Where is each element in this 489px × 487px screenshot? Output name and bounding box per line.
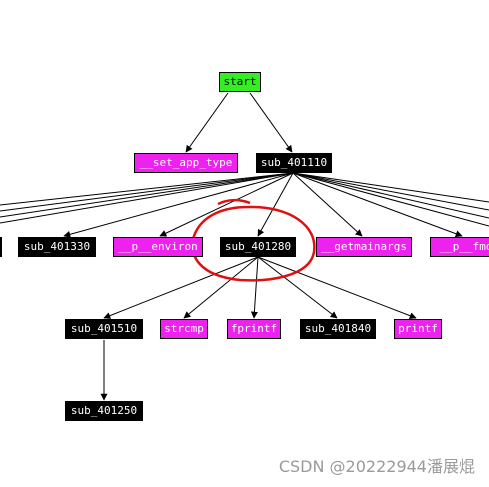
edge-sub-401110-to-p-fmode — [292, 172, 463, 238]
node-sub-401110[interactable]: sub_401110 — [256, 153, 332, 173]
node-sub-401840[interactable]: sub_401840 — [300, 319, 376, 339]
node-p-environ[interactable]: __p__environ — [113, 237, 203, 257]
edge-sub-401110-to-offscreen-6 — [292, 172, 489, 211]
edge-sub-401280-to-strcmp — [183, 256, 259, 319]
node-sub-401250[interactable]: sub_401250 — [65, 401, 143, 421]
node-start[interactable]: start — [219, 72, 261, 92]
edge-sub-401110-to-offscreen-7 — [292, 172, 489, 219]
edge-sub-401110-to-offscreen-8 — [292, 172, 489, 227]
edge-sub-401280-to-sub-401510 — [103, 256, 259, 319]
node-strcmp[interactable]: strcmp — [160, 319, 208, 339]
node-set-app-type[interactable]: __set_app_type — [134, 153, 238, 173]
edge-start-to-sub-401110 — [249, 92, 293, 153]
edge-sub-401110-to-offscreen-4 — [0, 172, 294, 224]
edge-start-to-set-app-type — [185, 92, 229, 153]
edge-sub-401110-to-sub-401280 — [257, 172, 294, 237]
node-printf[interactable]: printf — [394, 319, 442, 339]
edge-sub-401110-to-sub-401330 — [63, 172, 294, 238]
edge-sub-401280-to-printf — [257, 256, 417, 319]
node-sub-401330[interactable]: sub_401330 — [18, 237, 96, 257]
node-sub-401280[interactable]: sub_401280 — [220, 237, 296, 257]
edge-sub-401280-to-sub-401840 — [257, 256, 338, 319]
edge-sub-401110-to-p-environ — [159, 172, 294, 237]
node-offscreen-left[interactable] — [0, 237, 2, 257]
node-fprintf[interactable]: fprintf — [227, 319, 281, 339]
node-getmainargs[interactable]: __getmainargs — [316, 237, 412, 257]
edge-sub-401110-to-offscreen-5 — [292, 172, 489, 203]
red-highlight-tick — [217, 198, 251, 206]
node-p-fmode[interactable]: __p__fmo — [430, 237, 489, 257]
edge-sub-401110-to-offscreen-3 — [0, 172, 294, 218]
node-sub-401510[interactable]: sub_401510 — [65, 319, 143, 339]
csdn-watermark: CSDN @20222944潘展焜 — [278, 457, 475, 476]
edge-sub-401110-to-getmainargs — [292, 172, 363, 237]
edge-sub-401110-to-offscreen-1 — [0, 172, 294, 206]
red-highlight-circle — [191, 205, 316, 282]
edge-sub-401280-to-fprintf — [250, 256, 259, 319]
edge-sub-401110-to-offscreen-2 — [0, 172, 294, 212]
